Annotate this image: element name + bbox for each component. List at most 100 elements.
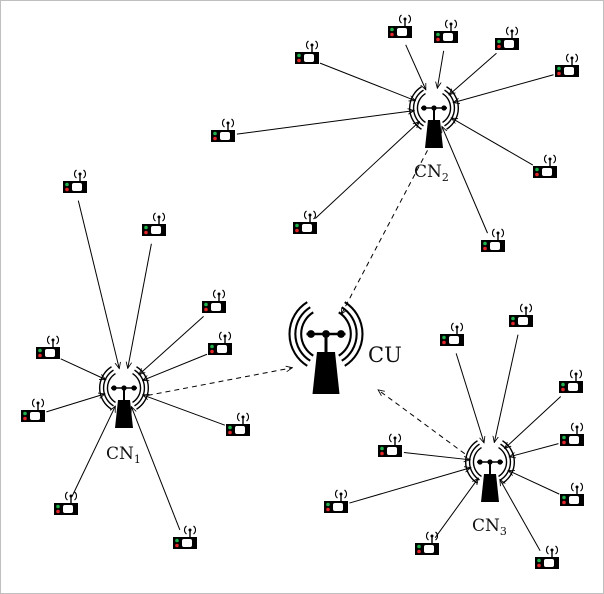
- cn2-device-link: [442, 126, 488, 234]
- cn1-device-3: [202, 289, 226, 313]
- cn2-label-text: CN: [414, 162, 442, 182]
- led-green: [295, 223, 299, 228]
- devices-layer: [21, 14, 584, 569]
- cn3-device-6: [560, 482, 584, 506]
- device-face: [235, 426, 245, 434]
- cn1-device-8: [54, 491, 78, 515]
- led-green: [380, 446, 384, 451]
- cn1-wave-left: [106, 372, 116, 404]
- cn1-tower-body: [115, 400, 133, 428]
- cu-wave-left: [294, 306, 311, 362]
- device-wave: [426, 531, 429, 541]
- cn3-label-text: CN: [472, 516, 500, 536]
- device-wave: [408, 14, 411, 24]
- cn2-antenna-node: [441, 105, 447, 111]
- device-wave: [389, 433, 392, 443]
- device-wave: [506, 26, 509, 36]
- device-antenna-tip: [403, 17, 407, 21]
- device-antenna-tip: [51, 338, 55, 342]
- cu-wave-right: [341, 306, 358, 362]
- device-antenna-tip: [455, 325, 459, 329]
- device-antenna-tip: [308, 213, 312, 217]
- cu-label-text: CU: [368, 343, 402, 367]
- device-wave: [74, 169, 77, 179]
- device-antenna-tip: [575, 425, 579, 429]
- led-red: [390, 32, 394, 37]
- device-antenna-tip: [393, 436, 397, 440]
- links-layer: [46, 44, 562, 552]
- cn1-antenna-node: [121, 385, 127, 391]
- cn2-device-link: [437, 50, 445, 88]
- device-antenna-tip: [496, 231, 500, 235]
- led-green: [213, 131, 217, 136]
- cn2-antenna-node: [431, 105, 437, 111]
- device-antenna-tip: [36, 401, 40, 405]
- cn2-to-cu-link: [341, 150, 428, 314]
- device-antenna-tip: [339, 492, 343, 496]
- device-antenna-tip: [310, 43, 314, 47]
- device-face: [397, 28, 407, 36]
- device-wave: [83, 169, 86, 179]
- device-antenna-tip: [574, 372, 578, 376]
- cn3-wave-right: [500, 443, 512, 481]
- device-antenna-tip: [226, 121, 230, 125]
- cn1-label: CN1: [106, 444, 141, 466]
- device-wave: [451, 322, 454, 332]
- device-wave: [41, 398, 44, 408]
- device-wave: [580, 482, 583, 492]
- cn1-device-6: [21, 398, 45, 422]
- device-wave: [193, 525, 196, 535]
- device-face: [518, 317, 528, 325]
- device-wave: [213, 289, 216, 299]
- device-face: [504, 40, 514, 48]
- led-green: [511, 316, 515, 321]
- cn3-device-8: [415, 531, 439, 555]
- device-wave: [74, 491, 77, 501]
- cn1-device-link: [71, 406, 116, 497]
- led-red: [297, 58, 301, 63]
- cn3-device-link: [349, 468, 470, 504]
- cn2-label: CN2: [414, 162, 449, 184]
- cn2-label-sub: 2: [442, 171, 449, 184]
- cn1-device-1: [63, 169, 87, 193]
- cn2-device-link: [453, 74, 554, 103]
- device-face: [449, 336, 459, 344]
- led-red: [228, 430, 232, 435]
- led-red: [417, 549, 421, 554]
- cn3-tower-body: [481, 474, 499, 502]
- led-red: [210, 349, 214, 354]
- cu-wave-left: [300, 311, 314, 357]
- led-green: [562, 495, 566, 500]
- cn1-device-4: [208, 331, 232, 355]
- cn1-wave-right: [136, 366, 149, 410]
- device-wave: [222, 289, 225, 299]
- device-face: [542, 168, 552, 176]
- led-green: [23, 411, 27, 416]
- device-wave: [501, 228, 504, 238]
- cu-wave-right: [344, 301, 364, 367]
- device-antenna-tip: [449, 22, 453, 26]
- device-wave: [546, 545, 549, 555]
- cn1-wave-right: [134, 369, 146, 407]
- device-antenna-tip: [78, 172, 82, 176]
- cn1-device-link: [131, 407, 181, 531]
- device-wave: [222, 118, 225, 128]
- led-red: [23, 416, 27, 421]
- cn3-antenna-node: [497, 459, 503, 465]
- cn2-device-8: [293, 210, 317, 234]
- cn2-device-link: [236, 111, 414, 135]
- cn2-device-7: [533, 154, 557, 178]
- device-wave: [246, 412, 249, 422]
- device-antenna-tip: [524, 306, 528, 310]
- led-green: [56, 504, 60, 509]
- cn3-wave-left: [468, 443, 480, 481]
- cn2-device-4: [495, 26, 519, 50]
- cu-tower: [288, 301, 364, 394]
- device-wave: [435, 531, 438, 541]
- device-wave: [237, 412, 240, 422]
- cn2-wave-right: [446, 86, 459, 130]
- device-wave: [398, 433, 401, 443]
- cu-wave-right: [338, 311, 352, 357]
- device-wave: [231, 118, 234, 128]
- cn1-to-cu-link: [147, 368, 293, 396]
